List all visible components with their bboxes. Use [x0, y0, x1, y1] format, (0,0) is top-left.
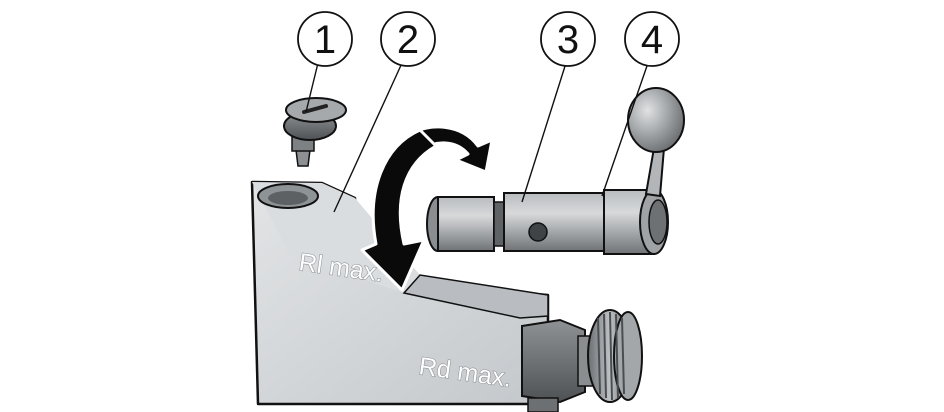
rod-body — [503, 192, 605, 252]
knurl-lines — [597, 311, 625, 401]
plug-tip — [295, 149, 311, 167]
housing-step-face — [402, 274, 549, 319]
callout-circle — [380, 11, 436, 67]
callout-circle — [297, 11, 353, 67]
leader-line-1 — [305, 62, 319, 113]
rod-end-sleeve — [437, 196, 495, 252]
housing-bore-inner — [268, 191, 308, 205]
handle-lever — [644, 147, 666, 198]
callout-4: 4 — [624, 11, 680, 67]
rotation-arrows — [360, 125, 494, 292]
rod-cross-hole — [528, 222, 548, 242]
rod-groove — [493, 201, 505, 247]
callout-number: 2 — [397, 18, 419, 62]
callout-2: 2 — [380, 11, 436, 67]
leader-line-4 — [601, 62, 649, 197]
hex-nut — [521, 318, 586, 404]
callout-circle — [624, 11, 680, 67]
rod-assembly — [426, 87, 685, 255]
leader-lines — [305, 62, 649, 213]
housing-lower-stub — [527, 397, 559, 412]
plug-slot — [302, 104, 328, 114]
adjusting-screw — [521, 309, 643, 412]
plug-screw — [283, 97, 347, 167]
leader-line-2 — [333, 62, 403, 213]
callout-number: 3 — [557, 18, 579, 62]
housing: Rl max. Rd max. — [250, 180, 550, 406]
callout-number: 1 — [314, 18, 336, 62]
curved-arrow-down-icon — [360, 128, 438, 292]
callout-circle — [540, 11, 596, 67]
knurled-knob-face — [613, 311, 643, 401]
leader-line-3 — [521, 62, 567, 203]
callout-1: 1 — [297, 11, 353, 67]
rod-collar-face — [648, 199, 668, 245]
callout-number: 4 — [641, 18, 663, 62]
callout-3: 3 — [540, 11, 596, 67]
